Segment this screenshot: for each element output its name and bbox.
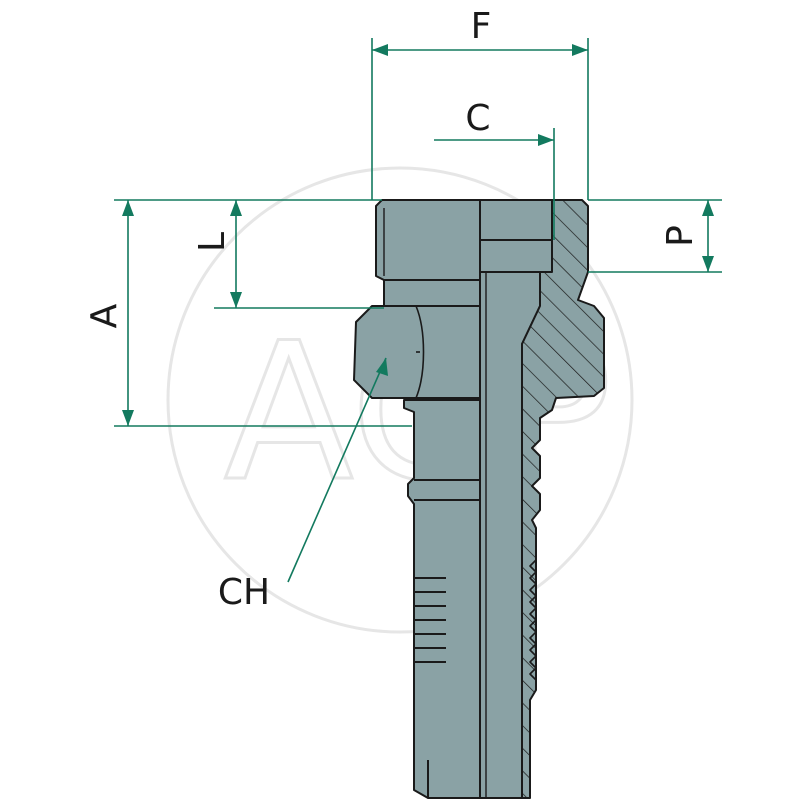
hatched-wall — [521, 199, 605, 799]
fitting-neck — [383, 277, 481, 307]
hex-facets — [415, 305, 425, 399]
threaded-cap — [375, 199, 481, 281]
arrowheads — [122, 44, 714, 426]
label-L: L — [192, 232, 233, 252]
label-P: P — [660, 225, 701, 247]
barb-ridges — [414, 479, 480, 798]
dimension-lines — [114, 38, 722, 583]
dimension-labels: F C A L P CH — [84, 6, 701, 613]
label-C: C — [465, 98, 490, 139]
fitting-stem — [403, 399, 481, 799]
label-CH: CH — [218, 572, 270, 613]
label-A: A — [84, 303, 125, 328]
dimension-CH-leader — [287, 357, 387, 583]
watermark-ring — [166, 166, 634, 634]
serrations — [529, 559, 537, 681]
fitting-section — [479, 199, 605, 799]
label-F: F — [471, 6, 492, 47]
